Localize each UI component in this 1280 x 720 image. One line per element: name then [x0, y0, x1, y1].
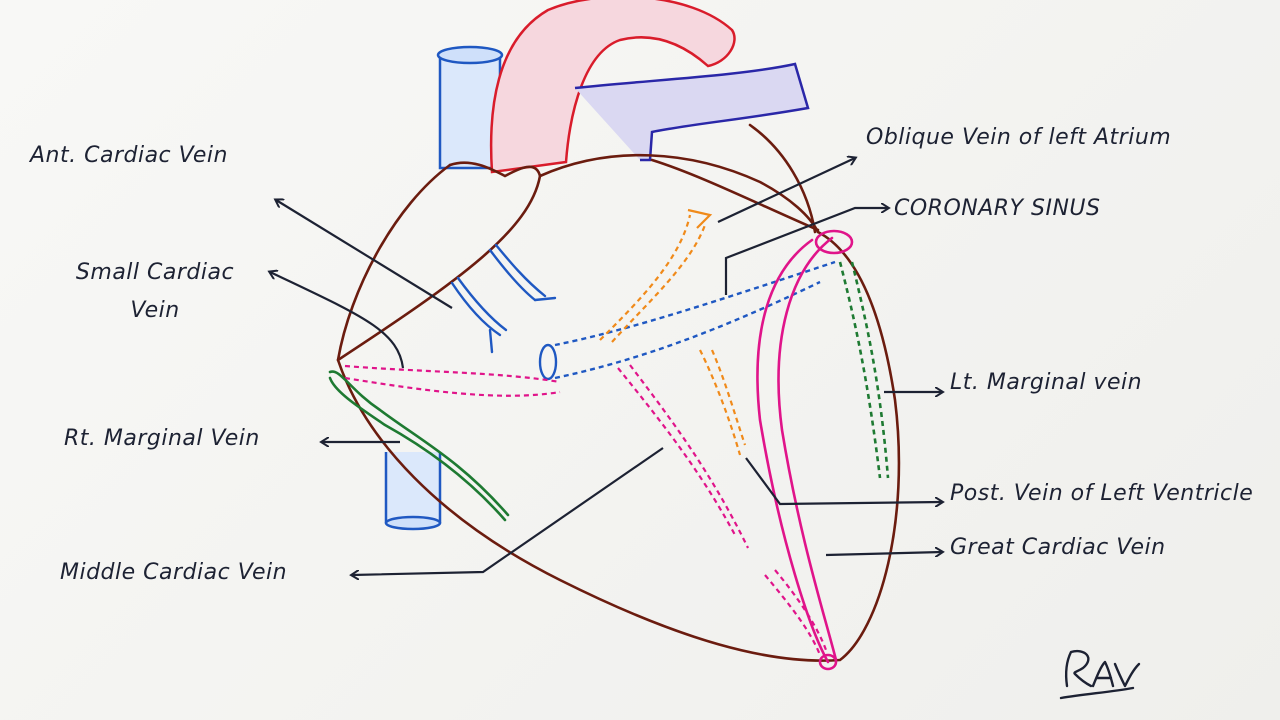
coronary-sinus-vessel: [554, 260, 836, 380]
label-great-cardiac-vein: Great Cardiac Vein: [950, 535, 1166, 560]
heart-outline: [336, 123, 901, 662]
label-rt-marginal-vein: Rt. Marginal Vein: [64, 426, 260, 451]
left-marginal-vessel: [838, 261, 890, 479]
label-small-cardiac-vein: Small Cardiac Vein: [75, 260, 235, 323]
leader-small-cardiac: [270, 272, 405, 369]
leader-great-cardiac: [825, 552, 942, 555]
middle-cardiac-vessel: [617, 364, 828, 656]
coronary-sinus-opening: [538, 343, 558, 381]
label-ant-cardiac-vein: Ant. Cardiac Vein: [30, 143, 228, 168]
label-post-vein-left-ventricle: Post. Vein of Left Ventricle: [950, 481, 1254, 506]
anterior-cardiac-veins: [450, 243, 557, 354]
small-cardiac-vessel: [344, 364, 561, 397]
leader-post-vein: [745, 457, 942, 504]
right-marginal-vessel: [328, 370, 510, 522]
posterior-vein-vessel: [599, 208, 747, 456]
leader-coronary-sinus: [724, 208, 888, 295]
aorta: [489, 0, 736, 174]
label-oblique-vein: Oblique Vein of left Atrium: [866, 125, 1172, 150]
label-lt-marginal-vein: Lt. Marginal vein: [950, 370, 1143, 395]
leader-lines: [270, 158, 942, 575]
leader-ant-cardiac: [276, 200, 453, 309]
leader-middle-cardiac: [352, 447, 664, 575]
label-middle-cardiac-vein: Middle Cardiac Vein: [60, 560, 288, 585]
great-cardiac-vessel: [756, 229, 854, 671]
leader-oblique: [717, 158, 855, 223]
signature: [1059, 649, 1141, 700]
pulmonary-vein: [574, 62, 810, 162]
label-coronary-sinus: CORONARY SINUS: [894, 196, 1101, 221]
inferior-vena-cava: [384, 452, 442, 531]
